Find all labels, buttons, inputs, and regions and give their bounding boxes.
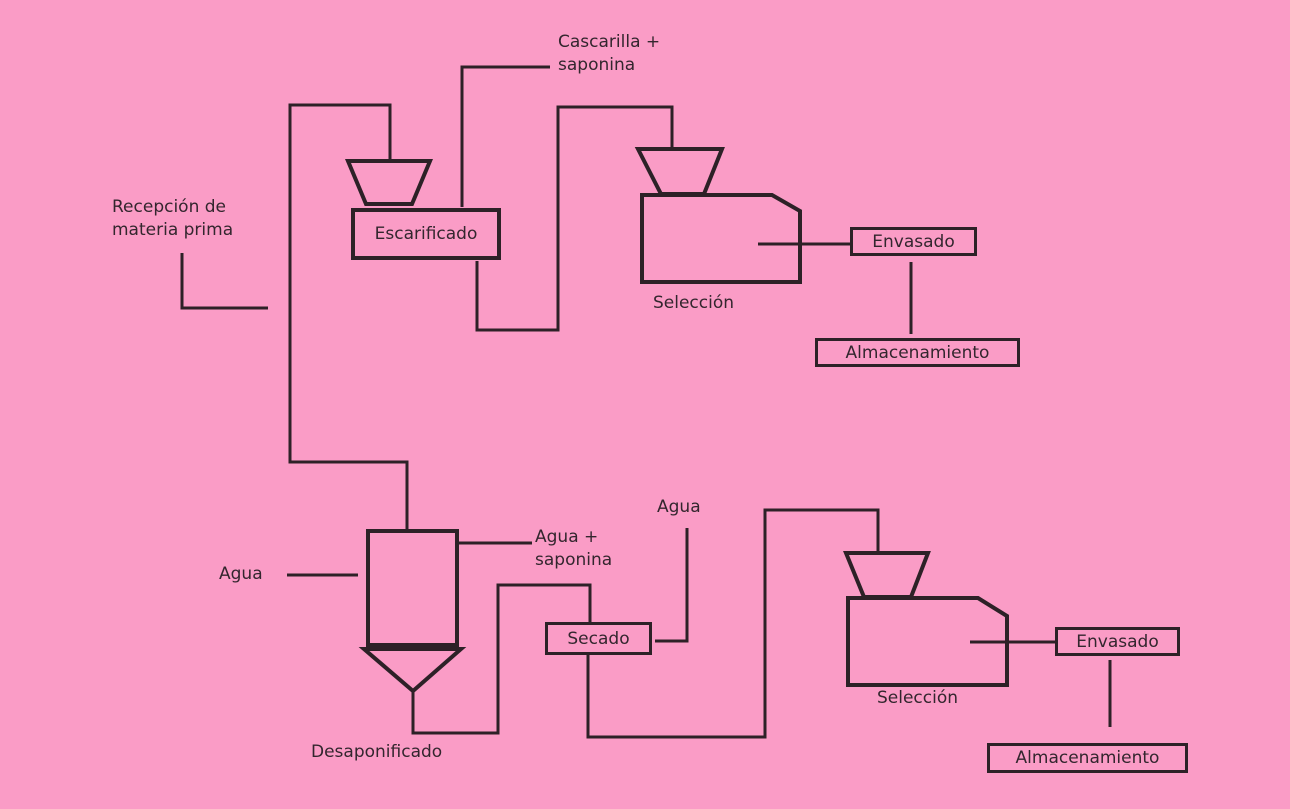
main-feed-line — [288, 103, 409, 531]
agua-saponina-label-line2: saponina — [535, 550, 613, 570]
seleccion-top-body-shape — [640, 193, 802, 284]
almacenamiento-bottom-node: Almacenamiento — [987, 743, 1188, 773]
desaponificado-funnel-shape — [358, 647, 467, 694]
reception-label-line2: materia prima — [112, 220, 234, 240]
vessel-to-secado-line — [411, 583, 592, 735]
escarificado-node-label: Escarificado — [374, 224, 478, 244]
almacenamiento-top-node-label: Almacenamiento — [845, 342, 990, 363]
cascarilla-saponina-label-line2: saponina — [558, 55, 636, 75]
escarificado-to-seleccion-line — [475, 105, 674, 332]
seleccion-bottom-hopper-shape — [843, 551, 931, 599]
desaponificado-vessel-shape — [366, 529, 459, 647]
almacenamiento-bottom-node-label: Almacenamiento — [1015, 748, 1160, 768]
envasado-bottom-node-label: Envasado — [1076, 631, 1159, 652]
envasado-bottom-node: Envasado — [1055, 627, 1180, 656]
reception-connector-line — [180, 253, 268, 310]
agua-saponina-label: Agua + saponina — [535, 526, 612, 572]
seleccion-bottom-label: Selección — [877, 688, 959, 708]
secado-node: Secado — [545, 622, 652, 655]
reception-label: Recepción de materia prima — [112, 196, 233, 242]
cascarilla-saponina-label-line1: Cascarilla + — [558, 32, 661, 52]
agua-to-secado-line — [655, 528, 689, 643]
seleccion-top-label: Selección — [653, 293, 735, 313]
agua-left-label: Agua — [219, 564, 263, 584]
envasado-top-node: Envasado — [850, 227, 977, 256]
seleccion-bottom-body-shape — [846, 596, 1009, 687]
escarificado-node: Escarificado — [351, 208, 501, 260]
cascarilla-output-line — [460, 65, 550, 207]
agua-saponina-label-line1: Agua + — [535, 527, 599, 547]
reception-label-line1: Recepción de — [112, 197, 227, 217]
secado-to-seleccion-line — [586, 508, 880, 739]
agua-top-label: Agua — [657, 497, 701, 517]
almacenamiento-top-node: Almacenamiento — [815, 338, 1020, 367]
envasado-top-node-label: Envasado — [872, 231, 955, 252]
escarificado-hopper-shape — [344, 159, 434, 206]
seleccion-top-hopper-shape — [634, 147, 725, 196]
desaponificado-label: Desaponificado — [311, 742, 443, 762]
cascarilla-saponina-label: Cascarilla + saponina — [558, 31, 660, 77]
secado-node-label: Secado — [567, 628, 630, 649]
